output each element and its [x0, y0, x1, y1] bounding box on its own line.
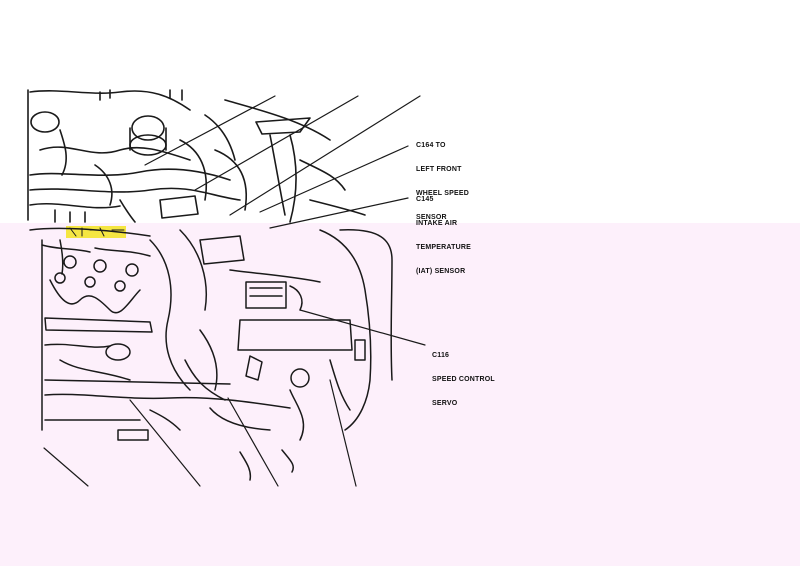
callout-line: (IAT) SENSOR [416, 268, 466, 275]
callout-line: TEMPERATURE [416, 244, 471, 251]
lower-engine-linework [29, 227, 393, 481]
callout-line: LEFT FRONT [416, 166, 462, 173]
callout-line: INTAKE AIR [416, 220, 458, 227]
callout-line: C164 TO [416, 142, 446, 149]
pink-background-region [0, 223, 800, 566]
callout-line: WHEEL SPEED [416, 190, 470, 197]
callout-line: C116 [432, 352, 450, 359]
callout-line: SENSOR [416, 214, 447, 221]
callout-c145-iat-sensor: C145 INTAKE AIR TEMPERATURE (IAT) SENSOR [416, 180, 471, 292]
callout-line: C145 [416, 196, 434, 203]
callout-line: SERVO [432, 400, 458, 407]
callout-c164-wheel-speed-sensor: C164 TO LEFT FRONT WHEEL SPEED SENSOR [416, 126, 469, 238]
upper-engine-linework [27, 89, 366, 223]
callout-c116-speed-control-servo: C116 SPEED CONTROL SERVO [432, 336, 495, 424]
callout-line: SPEED CONTROL [432, 376, 495, 383]
leader-lines [43, 95, 426, 487]
